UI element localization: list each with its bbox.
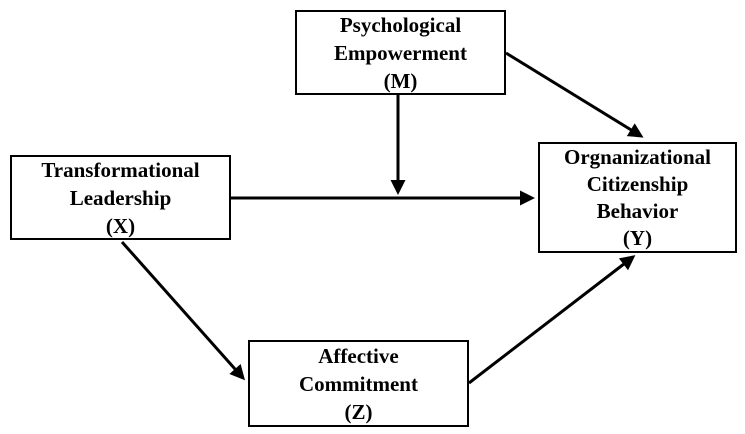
node-variable-code: (M) (383, 68, 418, 93)
arrow-x-to-z (120, 241, 245, 381)
node-psychological-empowerment: Psychological Empowerment (M) (295, 10, 506, 95)
node-variable-code: (Y) (622, 225, 653, 250)
node-label-line: Affective (318, 343, 399, 368)
node-affective-commitment: Affective Commitment (Z) (248, 340, 469, 427)
node-label-line: Commitment (299, 371, 418, 396)
arrow-z-to-y (468, 255, 636, 385)
node-label-line: Leadership (69, 185, 172, 210)
node-label-line: Psychological (339, 12, 462, 37)
node-organizational-citizenship-behavior: Orgnanizational Citizenship Behavior (Y) (538, 142, 737, 253)
node-label-line: Empowerment (334, 40, 467, 65)
arrow-m-to-y (505, 51, 644, 138)
node-label-line: Orgnanizational (563, 144, 711, 169)
node-transformational-leadership: Transformational Leadership (X) (10, 155, 231, 240)
node-label-line: Behavior (596, 198, 679, 223)
node-label-line: Citizenship (586, 171, 689, 196)
node-label-line: Transformational (41, 157, 200, 182)
node-variable-code: (Z) (344, 399, 373, 424)
node-variable-code: (X) (105, 213, 136, 238)
